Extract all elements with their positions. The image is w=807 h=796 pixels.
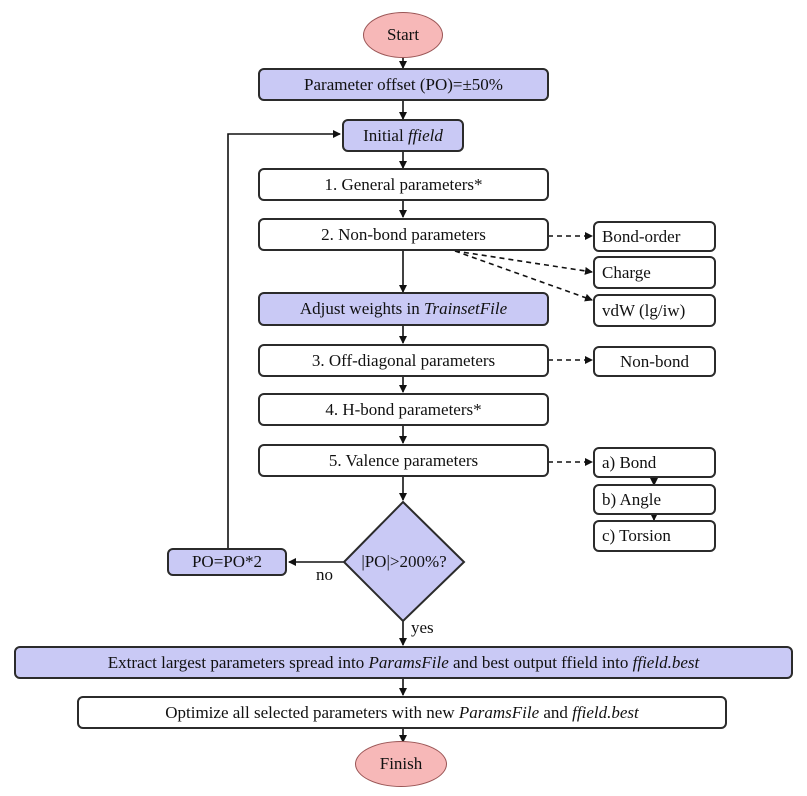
side-bond-label: a) Bond: [602, 452, 657, 472]
side-non-bond-label: Non-bond: [620, 351, 689, 371]
yes-label: yes: [411, 618, 434, 637]
initial-ffield-italic: ffield: [407, 125, 443, 145]
adjust-weights-box: Adjust weights in TrainsetFile: [258, 292, 549, 326]
step-h-bond-box: 4. H-bond parameters*: [258, 393, 549, 426]
po-double-label: PO=PO*2: [191, 552, 263, 571]
extract-box: Extract largest parameters spread into P…: [14, 646, 793, 679]
optimize-text-a: Optimize all selected parameters with ne…: [165, 702, 459, 722]
step-h-bond-label: 4. H-bond parameters*: [325, 399, 482, 419]
extract-label: Extract largest parameters spread into P…: [108, 653, 699, 673]
step-general-box: 1. General parameters*: [258, 168, 549, 201]
extract-text-c: and best output ffield into: [448, 652, 633, 672]
arrow-loop-to-initial: [227, 130, 341, 548]
side-vdw-label: vdW (lg/iw): [602, 300, 686, 320]
side-torsion-label: c) Torsion: [602, 526, 671, 545]
step-valence-label: 5. Valence parameters: [328, 450, 479, 470]
adjust-weights-label: Adjust weights in TrainsetFile: [300, 299, 507, 319]
decision-label: |PO|>200%?: [361, 552, 447, 571]
optimize-ffield-best: ffield.best: [572, 702, 639, 722]
start-label: Start: [386, 25, 420, 44]
optimize-label: Optimize all selected parameters with ne…: [165, 703, 639, 723]
po-double-box: PO=PO*2: [167, 548, 287, 576]
side-non-bond-box: Non-bond: [593, 346, 716, 377]
optimize-params-file: ParamsFile: [458, 702, 540, 722]
extract-ffield-best: ffield.best: [632, 652, 700, 672]
initial-ffield-box: Initial ffield: [342, 119, 464, 152]
step-general-label: 1. General parameters*: [324, 174, 483, 194]
optimize-text-c: and: [539, 702, 573, 722]
extract-params-file: ParamsFile: [368, 652, 449, 672]
start-terminal: Start: [363, 12, 443, 58]
side-bond-order-label: Bond-order: [602, 226, 681, 246]
optimize-box: Optimize all selected parameters with ne…: [77, 696, 727, 729]
side-bond-order-box: Bond-order: [593, 221, 716, 252]
arrow-step2-to-charge: [454, 250, 593, 275]
no-label: no: [316, 565, 333, 584]
initial-prefix: Initial: [363, 125, 408, 145]
step-off-diagonal-label: 3. Off-diagonal parameters: [311, 350, 496, 370]
initial-ffield-label: Initial ffield: [363, 126, 443, 146]
adjust-file-italic: TrainsetFile: [424, 299, 508, 318]
decision-diamond: [342, 500, 466, 623]
side-bond-box: a) Bond: [593, 447, 716, 478]
side-angle-label: b) Angle: [602, 489, 662, 509]
step-non-bond-box: 2. Non-bond parameters: [258, 218, 549, 251]
side-torsion-box: c) Torsion: [593, 520, 716, 552]
side-charge-box: Charge: [593, 256, 716, 289]
side-charge-label: Charge: [602, 262, 651, 282]
step-valence-box: 5. Valence parameters: [258, 444, 549, 477]
adjust-prefix: Adjust weights in: [299, 299, 425, 318]
finish-terminal: Finish: [355, 741, 447, 787]
arrow-step2-to-vdw: [454, 250, 593, 302]
parameter-offset-box: Parameter offset (PO)=±50%: [258, 68, 549, 101]
step-non-bond-label: 2. Non-bond parameters: [321, 224, 486, 244]
side-angle-box: b) Angle: [593, 484, 716, 515]
step-off-diagonal-box: 3. Off-diagonal parameters: [258, 344, 549, 377]
side-vdw-box: vdW (lg/iw): [593, 294, 716, 327]
parameter-offset-label: Parameter offset (PO)=±50%: [304, 74, 503, 94]
extract-text-a: Extract largest parameters spread into: [107, 652, 369, 672]
finish-label: Finish: [379, 754, 423, 773]
